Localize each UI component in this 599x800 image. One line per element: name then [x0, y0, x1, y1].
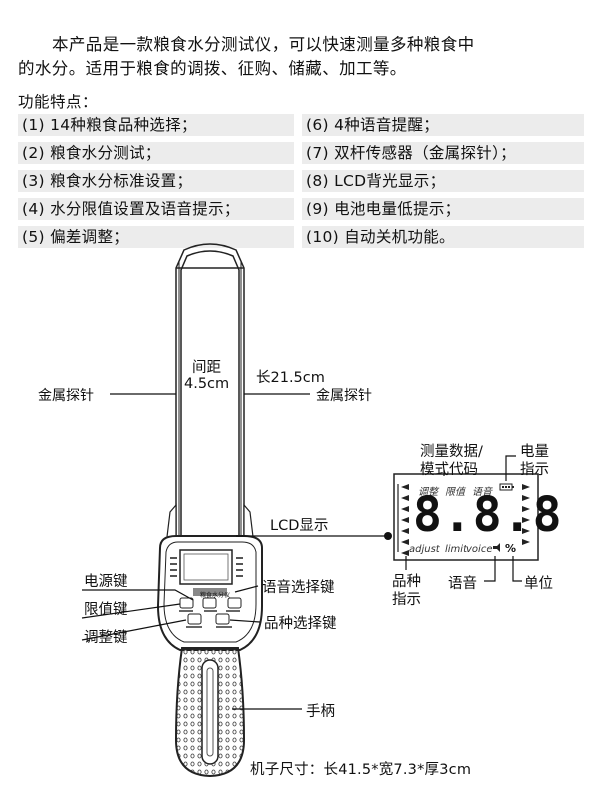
- lcd-top-adjust: 调整: [418, 487, 438, 498]
- intro-line-1: 本产品是一款粮食水分测试仪，可以快速测量多种粮食中: [52, 35, 475, 54]
- variety-indicator-line2: 指示: [392, 592, 421, 608]
- probe-spacing-line2: 4.5cm: [184, 376, 230, 392]
- device-brand: 粮食水分仪: [200, 592, 231, 599]
- variety-select-key-label: 品种选择键: [264, 616, 337, 632]
- probe-label-left: 金属探针: [38, 388, 94, 404]
- lcd-display-label: LCD显示: [270, 518, 329, 534]
- feature-item: (8) LCD背光显示；: [302, 170, 584, 192]
- lcd-bottom-limit: limit: [445, 544, 467, 555]
- metal-probe-frame: [175, 243, 245, 540]
- feature-item: (2) 粮食水分测试；: [18, 142, 294, 164]
- battery-label-line1: 电量: [520, 444, 549, 460]
- intro-line-2: 的水分。适用于粮食的调拨、征购、储藏、加工等。: [18, 59, 407, 78]
- probe-spacing-line1: 间距: [192, 360, 221, 376]
- feature-item: (6) 4种语音提醒；: [302, 114, 584, 136]
- feature-item: (3) 粮食水分标准设置；: [18, 170, 294, 192]
- lcd-data-label-line1: 测量数据/: [420, 444, 483, 460]
- lcd-top-limit: 限值: [445, 487, 465, 498]
- probe-label-right: 金属探针: [316, 388, 372, 404]
- power-key-label: 电源键: [84, 574, 128, 590]
- feature-item: (7) 双杆传感器（金属探针）；: [302, 142, 584, 164]
- probe-length: 长21.5cm: [256, 370, 325, 386]
- lcd-top-voice: 语音: [472, 487, 492, 498]
- lcd-digits: 8.8.8: [413, 487, 563, 543]
- lcd-bottom-adjust: adjust: [409, 544, 440, 555]
- lcd-bottom-voice: voice: [466, 544, 493, 555]
- lcd-detail: [393, 473, 539, 561]
- unit-indicator-label: 单位: [524, 576, 553, 592]
- battery-label-line2: 指示: [520, 462, 549, 478]
- voice-indicator-label: 语音: [448, 576, 477, 592]
- feature-item: (9) 电池电量低提示；: [302, 198, 584, 220]
- feature-item: (5) 偏差调整；: [18, 226, 294, 248]
- feature-item: (10) 自动关机功能。: [302, 226, 584, 248]
- handle-shape: [174, 647, 246, 778]
- feature-item: (1) 14种粮食品种选择；: [18, 114, 294, 136]
- intro-paragraph: 本产品是一款粮食水分测试仪，可以快速测量多种粮食中 的水分。适用于粮食的调拨、征…: [18, 33, 583, 81]
- features-title: 功能特点：: [18, 93, 99, 111]
- feature-item: (4) 水分限值设置及语音提示；: [18, 198, 294, 220]
- variety-indicator-line1: 品种: [392, 574, 421, 590]
- adjust-key-label: 调整键: [84, 630, 128, 646]
- device-size-label: 机子尺寸：长41.5*宽7.3*厚3cm: [250, 762, 472, 778]
- device-body: [156, 535, 263, 651]
- limit-key-label: 限值键: [84, 602, 128, 618]
- handle-label: 手柄: [306, 704, 335, 720]
- lcd-percent: %: [505, 542, 517, 555]
- voice-select-key-label: 语音选择键: [262, 580, 335, 596]
- lcd-data-label-line2: 模式代码: [420, 462, 478, 478]
